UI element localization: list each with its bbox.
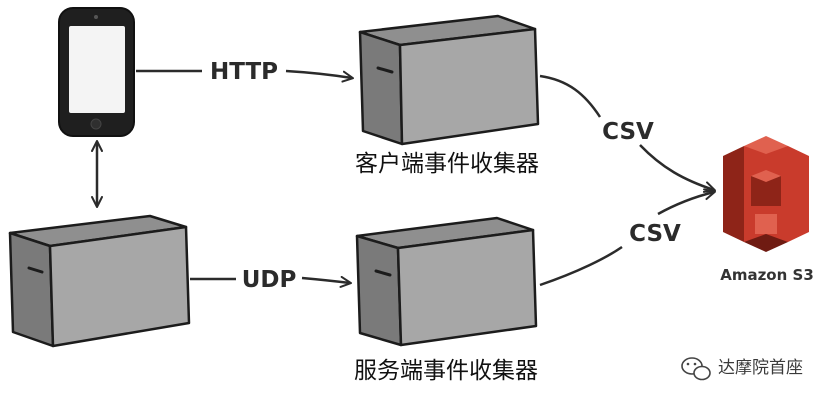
- app-server: [8, 214, 191, 348]
- csv-bottom-arrow-upper-segment: [657, 188, 716, 216]
- amazon-s3-logo: [723, 136, 809, 252]
- amazon-s3-label: Amazon S3: [720, 266, 814, 284]
- smartphone-icon: [58, 7, 135, 137]
- wechat-icon: [681, 357, 711, 381]
- csv-top-arrow-lower-segment: [639, 144, 716, 193]
- mobile-phone: [58, 7, 135, 137]
- edge-label-udp: UDP: [242, 267, 297, 293]
- server-box-icon: [8, 214, 191, 348]
- edge-label-csv-top: CSV: [602, 119, 654, 145]
- client-collector-label: 客户端事件收集器: [355, 151, 539, 177]
- csv-top-arrow-upper-segment: [539, 74, 602, 118]
- server-collector-box: [355, 216, 538, 347]
- server-box-icon: [355, 216, 538, 347]
- watermark-text: 达摩院首座: [718, 358, 803, 378]
- amazon-s3-icon: [723, 136, 809, 252]
- client-collector-box: [358, 14, 540, 146]
- watermark: 达摩院首座: [681, 357, 803, 381]
- edge-label-csv-bottom: CSV: [629, 221, 681, 247]
- http-arrow-right-segment: [285, 69, 354, 83]
- csv-bottom-arrow-lower-segment: [539, 245, 623, 287]
- server-box-icon: [358, 14, 540, 146]
- edge-label-http: HTTP: [210, 59, 278, 85]
- server-collector-label: 服务端事件收集器: [354, 358, 538, 384]
- udp-arrow-right-segment: [301, 275, 352, 288]
